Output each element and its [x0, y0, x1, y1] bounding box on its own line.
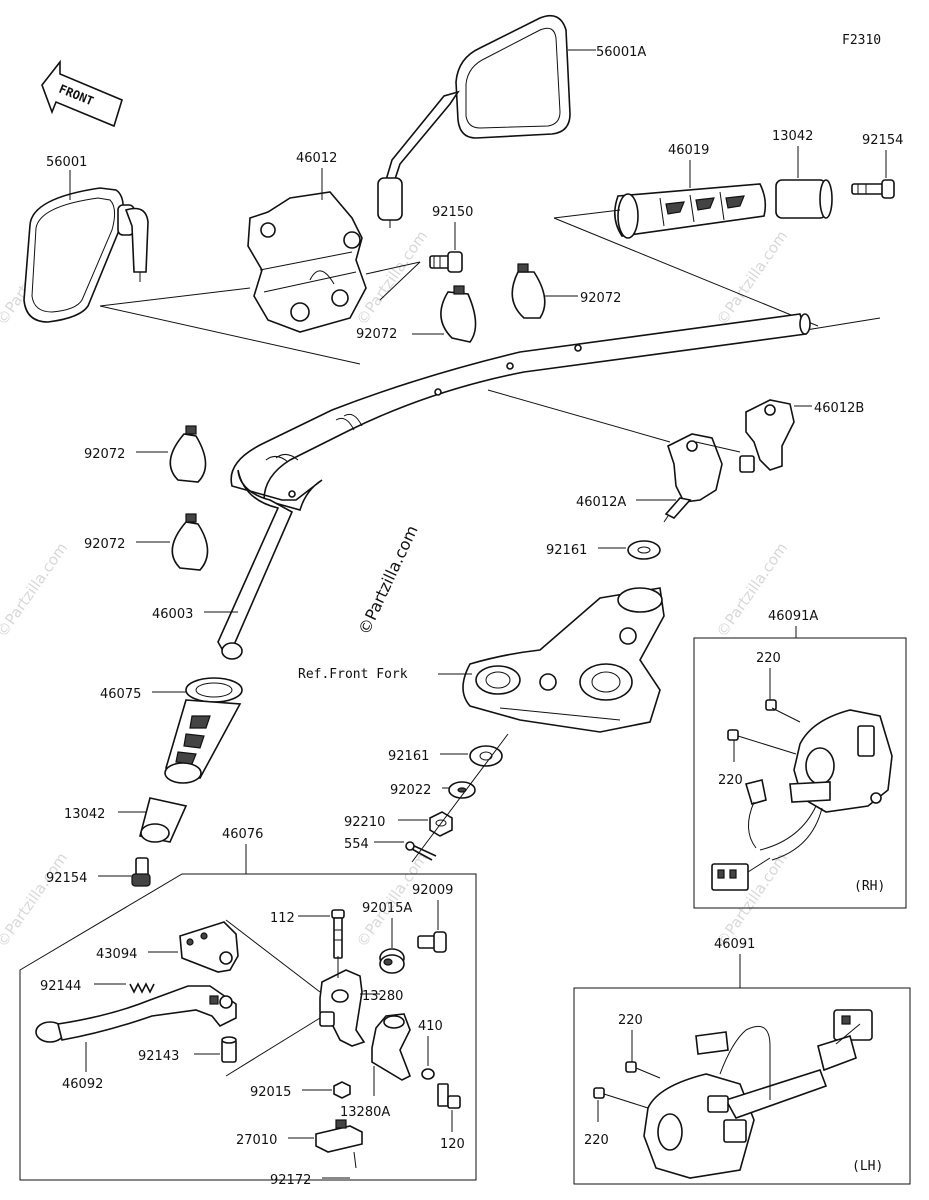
grip-left-icon	[164, 677, 243, 784]
callout-lever-assy: 46076	[222, 827, 263, 842]
callout-switch-27010: 27010	[236, 1133, 277, 1148]
watermark: ©Partzilla.com	[0, 539, 71, 640]
mirror-left-icon	[23, 187, 149, 323]
screw-rh-1-icon	[765, 699, 801, 723]
callout-screw-lh-1: 220	[618, 1013, 643, 1028]
callout-nut-92210: 92210	[344, 815, 385, 830]
callout-band-upper-center: 92072	[356, 327, 397, 342]
callout-nut-410: 410	[418, 1019, 443, 1034]
collar-92015a-icon	[379, 948, 405, 974]
callout-clamp-left: 46012	[296, 151, 337, 166]
callout-collar-92015a: 92015A	[362, 901, 412, 916]
callout-pin-554: 554	[344, 837, 369, 852]
band-left-2-icon	[171, 513, 209, 571]
clamp-46012-icon	[247, 191, 367, 333]
callout-bolt-112: 112	[270, 911, 295, 926]
callout-bolt-92009: 92009	[412, 883, 453, 898]
callout-clamp-13280a: 13280A	[340, 1105, 390, 1120]
screw-left-icon	[131, 857, 151, 887]
switch-27010-icon	[315, 1119, 363, 1169]
spring-92144-icon	[129, 982, 155, 994]
callout-grip-left: 46075	[100, 687, 141, 702]
clamp-13280a-icon	[371, 1013, 412, 1081]
callout-screw-right: 92154	[862, 133, 903, 148]
front-fork-bracket-icon	[462, 587, 665, 733]
switch-lh-icon	[643, 1009, 873, 1179]
holder-46012a-icon	[663, 433, 723, 523]
callout-spring-92144: 92144	[40, 979, 81, 994]
callout-screw-rh-2: 220	[718, 773, 743, 788]
callout-band-left-2: 92072	[84, 537, 125, 552]
nut-92015-icon	[333, 1081, 351, 1099]
callout-washer-92022: 92022	[390, 783, 431, 798]
figure-code: F2310	[842, 33, 881, 48]
handlebar-icon	[217, 313, 811, 660]
bracket-13280-icon	[319, 969, 366, 1047]
holder-43094-icon	[179, 921, 239, 973]
lh-tag: (LH)	[852, 1159, 883, 1174]
band-upper-right-icon	[511, 263, 546, 319]
bolt-92009-icon	[417, 931, 447, 953]
callout-washer-top: 92161	[546, 543, 587, 558]
screw-rh-2-icon	[727, 729, 797, 755]
watermark: ©Partzilla.com	[713, 539, 791, 640]
partzilla-mark: ©Partzilla.com	[354, 522, 421, 637]
callout-screw-lh-2: 220	[584, 1133, 609, 1148]
callout-ref-front-fork: Ref.Front Fork	[298, 667, 408, 682]
callout-holder-46012b: 46012B	[814, 401, 864, 416]
callout-weight-right: 13042	[772, 129, 813, 144]
bolt-92150-icon	[429, 251, 463, 273]
callout-mirror-right: 56001A	[596, 45, 646, 60]
rh-tag: (RH)	[854, 879, 885, 894]
lever-assy-frame	[19, 873, 477, 1181]
collar-92143-icon	[221, 1036, 237, 1063]
screw-lh-1-icon	[625, 1061, 661, 1079]
callout-mirror-left: 56001	[46, 155, 87, 170]
cotter-pin-icon	[405, 841, 437, 861]
bar-end-weight-right-icon	[775, 179, 833, 219]
bolt-112-icon	[331, 909, 345, 959]
switch-rh-frame	[693, 637, 907, 909]
grip-right-icon	[614, 183, 767, 239]
callout-screw-92172: 92172	[270, 1173, 311, 1188]
watermark: ©Partzilla.com	[713, 227, 791, 328]
callout-holder-46012a: 46012A	[576, 495, 626, 510]
lever-46092-icon	[35, 985, 237, 1043]
watermark: ©Partzilla.com	[353, 227, 431, 328]
callout-washer-bottom: 92161	[388, 749, 429, 764]
callout-handlebar: 46003	[152, 607, 193, 622]
callout-nut-92015: 92015	[250, 1085, 291, 1100]
callout-band-left-1: 92072	[84, 447, 125, 462]
holder-46012b-icon	[739, 399, 795, 473]
callout-bolt-120: 120	[440, 1137, 465, 1152]
callout-grip-right: 46019	[668, 143, 709, 158]
screw-lh-2-icon	[593, 1087, 649, 1109]
callout-bracket-13280: 13280	[362, 989, 403, 1004]
nut-410-icon	[421, 1068, 435, 1080]
callout-switch-lh: 46091	[714, 937, 755, 952]
callout-band-upper-right: 92072	[580, 291, 621, 306]
callout-weight-left: 13042	[64, 807, 105, 822]
callout-collar-92143: 92143	[138, 1049, 179, 1064]
front-arrow-icon: FRONT	[41, 59, 123, 128]
switch-lh-frame	[573, 987, 911, 1185]
band-upper-center-icon	[440, 285, 477, 343]
washer-top-icon	[627, 540, 661, 560]
watermark: ©Partzilla.com	[0, 849, 71, 950]
bar-end-weight-left-icon	[139, 797, 188, 843]
callout-lever-46092: 46092	[62, 1077, 103, 1092]
switch-rh-icon	[711, 709, 893, 891]
mirror-right-icon	[377, 14, 571, 228]
bolt-120-icon	[437, 1083, 461, 1109]
band-left-1-icon	[169, 425, 207, 483]
callout-holder-43094: 43094	[96, 947, 137, 962]
callout-switch-rh: 46091A	[768, 609, 818, 624]
callout-screw-left: 92154	[46, 871, 87, 886]
callout-screw-rh-1: 220	[756, 651, 781, 666]
callout-bolt-92150: 92150	[432, 205, 473, 220]
screw-right-icon	[851, 179, 895, 199]
